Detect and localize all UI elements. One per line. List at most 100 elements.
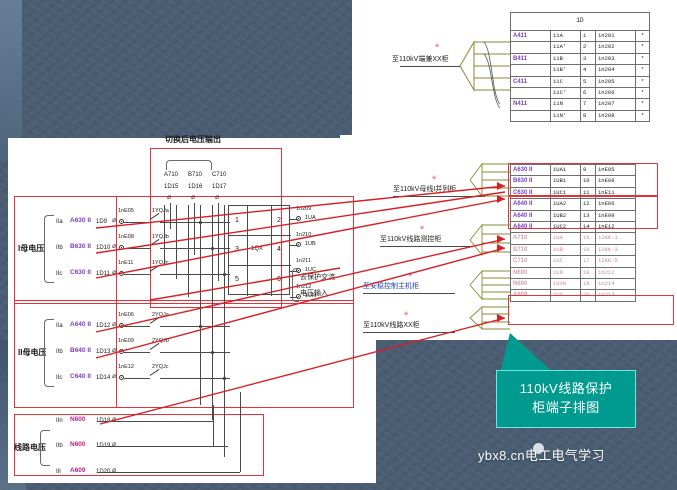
table-cell: * (635, 52, 650, 66)
bus-collector-b (212, 205, 213, 420)
table-cell: 17 (580, 255, 596, 268)
output-column-drop-2 (218, 203, 219, 281)
terminal-code-bus1-2: 1nE11 (118, 260, 134, 266)
matrix-cell-1: 1 (235, 217, 239, 224)
phase-label-bus1-2: IIc (56, 271, 63, 277)
table-cell: N600 (510, 266, 551, 280)
terminal-code-bus2-4: 1nE09 (118, 338, 134, 344)
signal-label-bus1-0: A630 II (70, 217, 91, 224)
output-column-oslash-0: ⌀ (167, 194, 172, 201)
relay-label-bus2-5: 2YQJc (152, 364, 169, 370)
group-box-bus2 (508, 196, 658, 229)
table-cell: 1 (580, 29, 596, 43)
brace-bus2 (44, 319, 54, 387)
annotation-mid-4: 至110kV线路XX柜 (363, 322, 420, 329)
table-cell: * (635, 29, 650, 43)
table-cell: 1n206 (595, 87, 636, 100)
table-cell: 1n204 (595, 64, 636, 77)
matrix-divider-2 (229, 265, 291, 266)
group-box-bus1 (508, 163, 658, 196)
wire-right-bus2-4 (160, 352, 230, 353)
table-cell: 2 (580, 41, 596, 54)
output-column-terminal-2: 1D17 (212, 184, 227, 190)
output-column-name-0: A710 (164, 172, 179, 178)
table-cell: 11A (550, 29, 581, 43)
output-column-name-1: B710 (188, 172, 203, 178)
table-cell: * (635, 87, 650, 100)
signal-label-line-1: A609 (70, 467, 86, 474)
brace-output-columns (166, 160, 212, 170)
matrix-divider-4 (271, 206, 272, 296)
relay-label-bus1-2: 1YQJc (152, 260, 169, 266)
output-terminal-code-0: 1n209 (296, 206, 312, 212)
bus-collector-a (200, 205, 201, 405)
wire-right-bus1-1 (160, 248, 230, 249)
output-column-terminal-0: 1D15 (164, 184, 179, 190)
frame-line-voltage (14, 414, 264, 476)
relay-label-bus2-4: 2YQJb (152, 338, 169, 344)
signal-label-bus2-3: A640 II (70, 321, 91, 328)
line-route-1d18 (98, 421, 213, 422)
table-cell (510, 41, 551, 54)
output-terminal-wire-1 (290, 245, 298, 246)
phase-label-neutral: IIn (56, 418, 63, 424)
annotation-mid-2: 至110kV线路测控柜 (380, 236, 442, 243)
table-cell (510, 87, 551, 100)
table-cell: 11N (550, 98, 581, 111)
wire-right-bus2-3 (160, 326, 230, 327)
table-cell: 1UC (550, 255, 581, 268)
callout-line-2: 柜端子排图 (532, 400, 600, 415)
table-cell: 5 (580, 75, 596, 89)
watermark-dot (533, 443, 544, 454)
table-cell: 11C (550, 75, 581, 89)
matrix-cell-4: 4 (277, 246, 281, 253)
table-cell: 6 (580, 87, 596, 100)
signal-label-bus2-4: B640 II (70, 347, 91, 354)
line-route-1d19 (98, 446, 228, 447)
terminal-number-bus1-2: 1D11 (96, 271, 110, 277)
annotation-mid-2-marker: ※ (420, 225, 425, 231)
phase-label-bus2-3: IIa (56, 323, 63, 329)
table-cell: N600 (510, 278, 551, 291)
matrix-divider-3 (247, 206, 248, 296)
label-bus1-voltage: I母电压 (18, 244, 45, 253)
table-cell: 1UA (550, 232, 581, 245)
matrix-cell-3: 3 (235, 246, 239, 253)
table-cell: 11B (550, 52, 581, 66)
annotation-top: 至110kV端兼XX柜 (392, 56, 449, 63)
brace-bus1 (44, 215, 54, 283)
matrix-label-1qx: 1QX (251, 246, 264, 252)
table-cell: B411 (510, 52, 551, 66)
signal-label-bus1-1: B630 II (70, 243, 91, 250)
table-cell: 8 (580, 109, 596, 123)
table-cell: 1n207 (595, 98, 636, 111)
relay-label-bus1-1: 1YQJb (152, 234, 169, 240)
table-cell: 1UA1 (550, 163, 581, 177)
table-cell: 3 (580, 52, 596, 66)
table-cell: B710 (510, 243, 551, 257)
bus-collector-f (188, 205, 189, 297)
relay-contact-bus1-0 (149, 212, 160, 226)
label-protect-input-2: 电压输入 (300, 290, 328, 297)
signal-label-neutral: N600 (70, 416, 86, 423)
output-column-terminal-1: 1D16 (188, 184, 203, 190)
signal-label-bus1-2: C630 II (70, 269, 91, 276)
phase-label-line-1: IIl (56, 469, 61, 475)
fan-connector-top (458, 36, 514, 114)
output-terminal-tag-0: 1UA (305, 215, 316, 221)
output-column-oslash-1: ⌀ (191, 194, 196, 201)
brace-protect-input (292, 268, 299, 302)
terminal-code-bus2-3: 1nE06 (118, 312, 134, 318)
table-header-1d: 1D (510, 12, 650, 31)
